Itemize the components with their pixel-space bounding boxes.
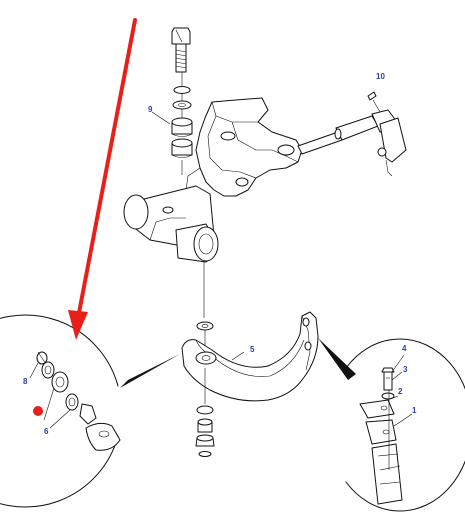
shaft-linkage (297, 91, 407, 177)
bushing-upper (171, 117, 193, 137)
callout-1: 1 (412, 406, 417, 415)
main-bracket-casting (185, 97, 303, 197)
nut-bottom (195, 434, 215, 447)
callout-4: 4 (402, 344, 407, 353)
highlight-marker-7 (33, 406, 43, 416)
callout-8: 8 (23, 377, 28, 386)
washer-top (172, 100, 192, 110)
lower-control-arm (181, 311, 319, 402)
bushing-lower (171, 138, 193, 158)
washer-arm-top (196, 321, 214, 331)
callout-6: 6 (44, 427, 49, 436)
left-detail-view (0, 314, 180, 508)
washer-arm-bottom (196, 405, 214, 415)
callout-3: 3 (403, 365, 408, 374)
washer-bottom (198, 451, 212, 457)
highlight-arrow (68, 18, 137, 340)
right-detail-view (318, 338, 465, 512)
callout-10: 10 (376, 72, 385, 81)
top-bolt (171, 27, 191, 73)
snap-ring-top (173, 86, 191, 94)
callout-9: 9 (148, 105, 153, 114)
cylinder-housing (123, 185, 219, 263)
bushing-arm-bottom (197, 418, 213, 433)
callout-5: 5 (250, 345, 255, 354)
callout-2: 2 (398, 387, 403, 396)
